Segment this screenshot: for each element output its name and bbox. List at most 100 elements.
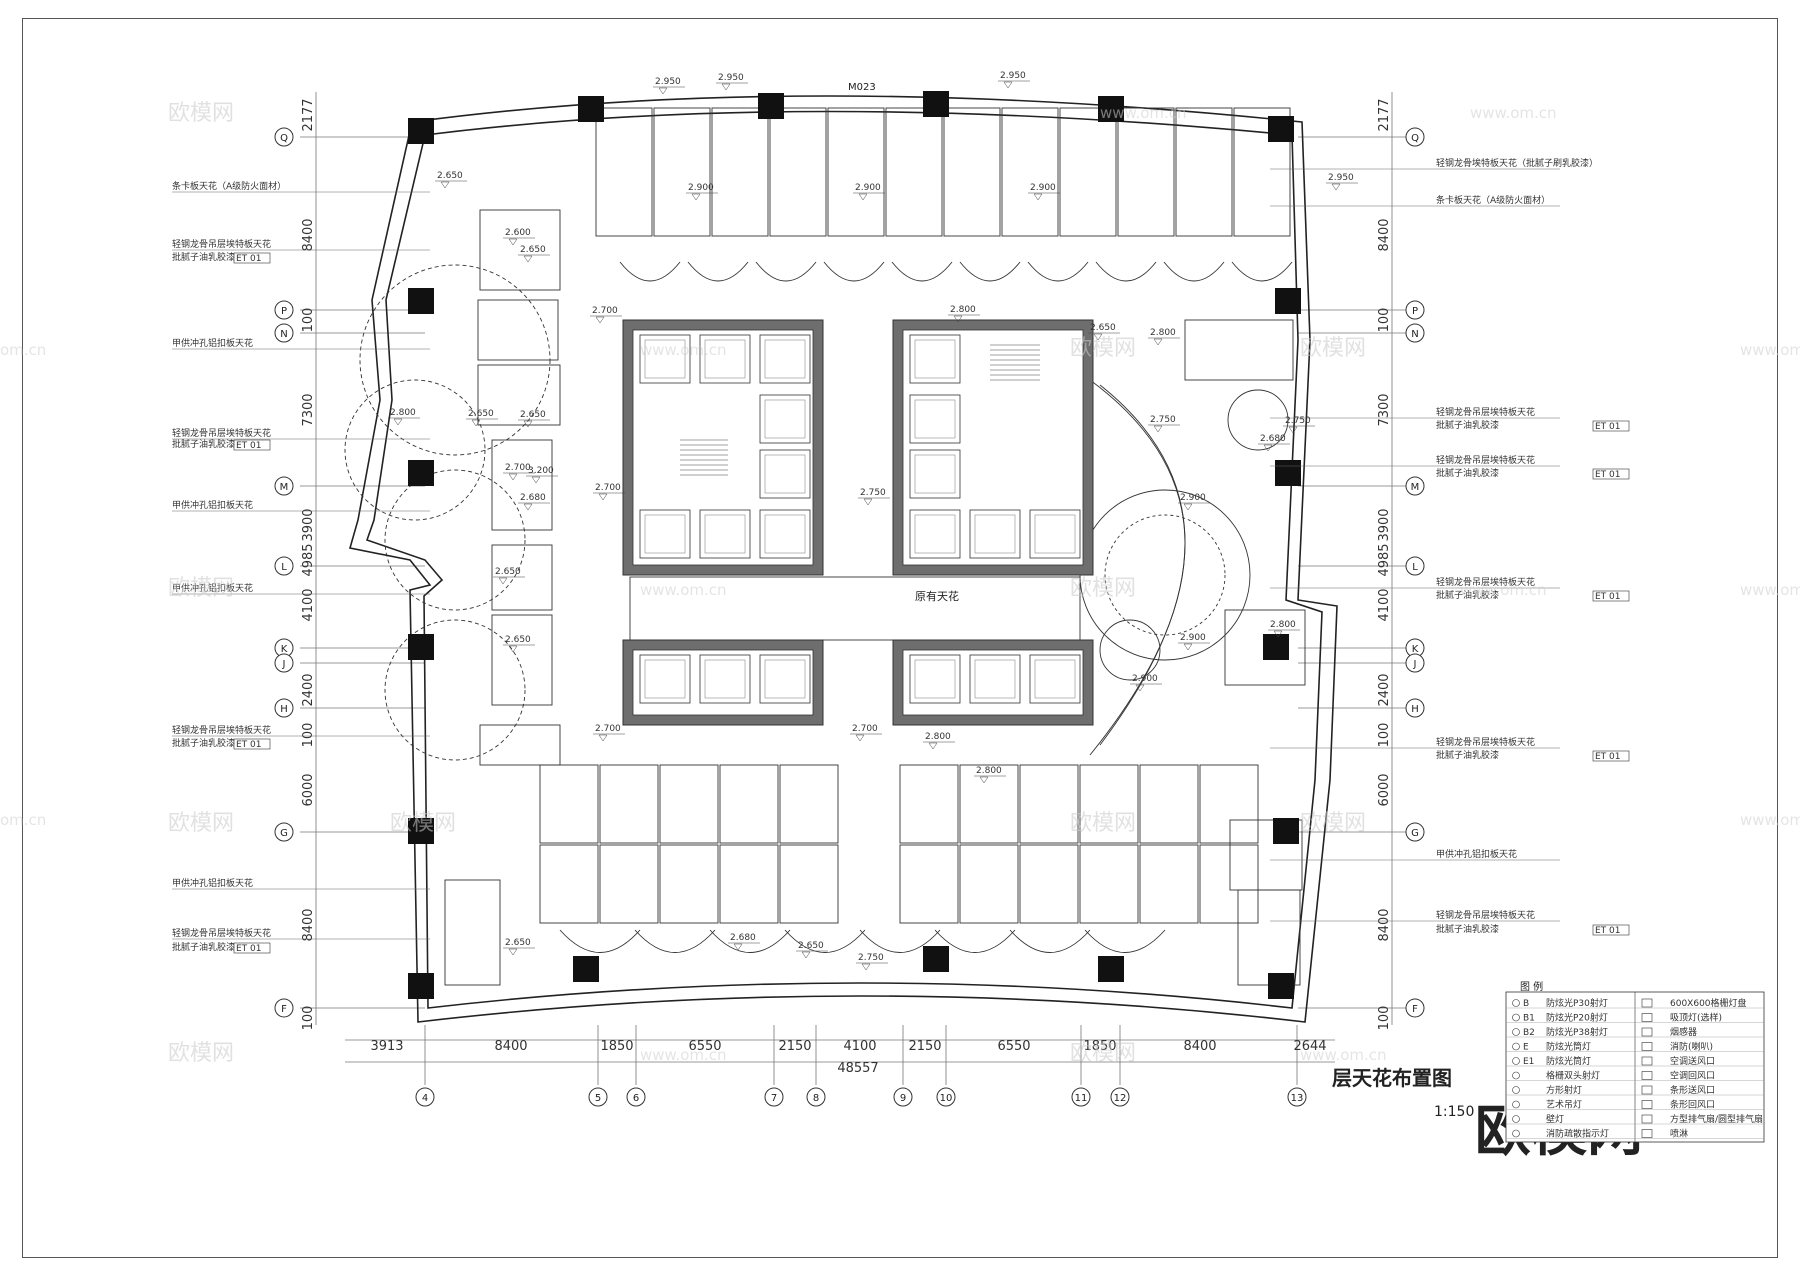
- legend-item-text: 防炫光P20射灯: [1546, 1012, 1608, 1024]
- ceiling-height-value: 2.750: [1150, 415, 1176, 425]
- vertical-dimension-right: 4100: [1377, 588, 1392, 621]
- watermark-brand: 欧模网: [1070, 1041, 1136, 1066]
- legend-code: B2: [1523, 1028, 1535, 1038]
- grid-bubble-right: [1405, 323, 1425, 343]
- ceiling-height-value: 2.650: [520, 410, 546, 420]
- left-ceiling-note: ET 01: [236, 740, 262, 750]
- meeting-room: [444, 879, 501, 986]
- grid-column-label: 12: [1114, 1093, 1127, 1104]
- elevator-car-inner: [974, 514, 1016, 554]
- elevator-car: [759, 509, 811, 559]
- elevator-car-inner: [644, 659, 686, 699]
- elevator-car: [759, 654, 811, 704]
- watermark-brand: 欧模网: [168, 811, 234, 836]
- elevator-cores: [622, 319, 1094, 726]
- ceiling-panel-bay: [779, 764, 839, 844]
- ceiling-panel-bay: [539, 844, 599, 924]
- ceiling-height-value: 2.700: [852, 724, 878, 734]
- meeting-room: [479, 724, 561, 766]
- horizontal-dimension: 1850: [1083, 1039, 1116, 1054]
- watermark-site: www.om.cn: [1100, 104, 1187, 122]
- ceiling-height-value: 2.650: [798, 941, 824, 951]
- meeting-room: [1224, 609, 1306, 686]
- height-mark-triangle: [508, 473, 518, 481]
- ceiling-height-value: 2.800: [976, 766, 1002, 776]
- legend-symbol-icon: [1512, 1042, 1520, 1051]
- grid-column-label: 10: [940, 1093, 953, 1104]
- horizontal-dimension: 6550: [997, 1039, 1030, 1054]
- ceiling-panel-bay: [959, 764, 1019, 844]
- elevator-car-inner: [1034, 514, 1076, 554]
- watermark-site: www.om.cn: [640, 581, 727, 599]
- left-ceiling-note: 轻钢龙骨吊层埃特板天花: [172, 238, 271, 250]
- structural-column: [408, 118, 434, 144]
- elevator-car: [909, 509, 961, 559]
- ceiling-panel-bay: [769, 107, 827, 237]
- grid-row-label: K: [281, 644, 288, 655]
- ceiling-panel-bay: [1079, 844, 1139, 924]
- grid-column-label: 8: [813, 1093, 819, 1104]
- right-ceiling-note: 轻钢龙骨吊层埃特板天花: [1436, 909, 1535, 921]
- height-mark-triangle: [861, 963, 871, 971]
- height-mark-triangle: [508, 238, 518, 246]
- vertical-dimension-right: 100: [1377, 308, 1392, 333]
- grid-row-label: L: [281, 562, 287, 573]
- ceiling-panel-bay: [1139, 764, 1199, 844]
- note-code-box: [233, 942, 271, 954]
- ceiling-panel-bay: [1079, 764, 1139, 844]
- grid-column-label: 4: [422, 1093, 428, 1104]
- vertical-dimension-left: 2400: [301, 673, 316, 706]
- structural-columns: [408, 91, 1301, 999]
- elevator-car: [909, 394, 961, 444]
- height-mark-triangle: [523, 503, 533, 511]
- left-ceiling-note: 批腻子油乳胶漆: [172, 438, 235, 450]
- round-ceiling-inner: [1104, 514, 1226, 636]
- ceiling-panel-bay: [1117, 107, 1175, 237]
- ceiling-height-value: 3.200: [528, 466, 554, 476]
- ceiling-height-value: 2.950: [718, 73, 744, 83]
- ceiling-panel-bay: [719, 764, 779, 844]
- elevator-car: [759, 449, 811, 499]
- elevator-car: [639, 509, 691, 559]
- curved-soffit: [1027, 261, 1089, 282]
- grid-bubble-right: [1405, 300, 1425, 320]
- ceiling-panel-bay: [1019, 844, 1079, 924]
- legend-item-text: 格栅双头射灯: [1546, 1070, 1600, 1082]
- right-ceiling-note: 批腻子油乳胶漆: [1436, 419, 1499, 431]
- elevator-car-inner: [764, 659, 806, 699]
- structural-column: [1268, 116, 1294, 142]
- legend-item-text: 防炫光P30射灯: [1546, 997, 1608, 1009]
- ceiling-height-value: 2.800: [925, 732, 951, 742]
- grid-column-label: 7: [771, 1093, 777, 1104]
- height-mark-triangle: [1003, 81, 1013, 89]
- vertical-dimension-left: 4100: [301, 588, 316, 621]
- grid-bubble-bottom: [806, 1087, 826, 1107]
- elevator-car-inner: [914, 659, 956, 699]
- structural-column: [1268, 973, 1294, 999]
- height-mark-triangle: [523, 255, 533, 263]
- meeting-room: [1184, 319, 1294, 381]
- grid-bubble-right: [1405, 556, 1425, 576]
- elevator-car-inner: [764, 399, 806, 439]
- elevator-car-inner: [704, 339, 746, 379]
- curved-soffit: [1084, 929, 1166, 953]
- ceiling-panel-bay: [599, 844, 659, 924]
- ceiling-height-value: 2.650: [520, 245, 546, 255]
- round-ceiling-small: [1099, 619, 1161, 681]
- legend-item-text: 壁灯: [1546, 1113, 1564, 1125]
- elevator-car-inner: [764, 339, 806, 379]
- right-ceiling-note: 批腻子油乳胶漆: [1436, 467, 1499, 479]
- core-interior: [902, 329, 1084, 566]
- ceiling-panel-bay: [1139, 844, 1199, 924]
- grid-bubble-left: [274, 998, 294, 1018]
- height-mark-triangle: [1183, 643, 1193, 651]
- watermark-site: www.om.cn: [1460, 581, 1547, 599]
- grid-bubble-left: [274, 556, 294, 576]
- left-ceiling-note: 甲供冲孔铝扣板天花: [172, 337, 253, 349]
- right-ceiling-note: 轻钢龙骨吊层埃特板天花: [1436, 736, 1535, 748]
- ceiling-panel-bay: [711, 107, 769, 237]
- height-mark-triangle: [855, 734, 865, 742]
- vertical-dimension-right: 8400: [1377, 218, 1392, 251]
